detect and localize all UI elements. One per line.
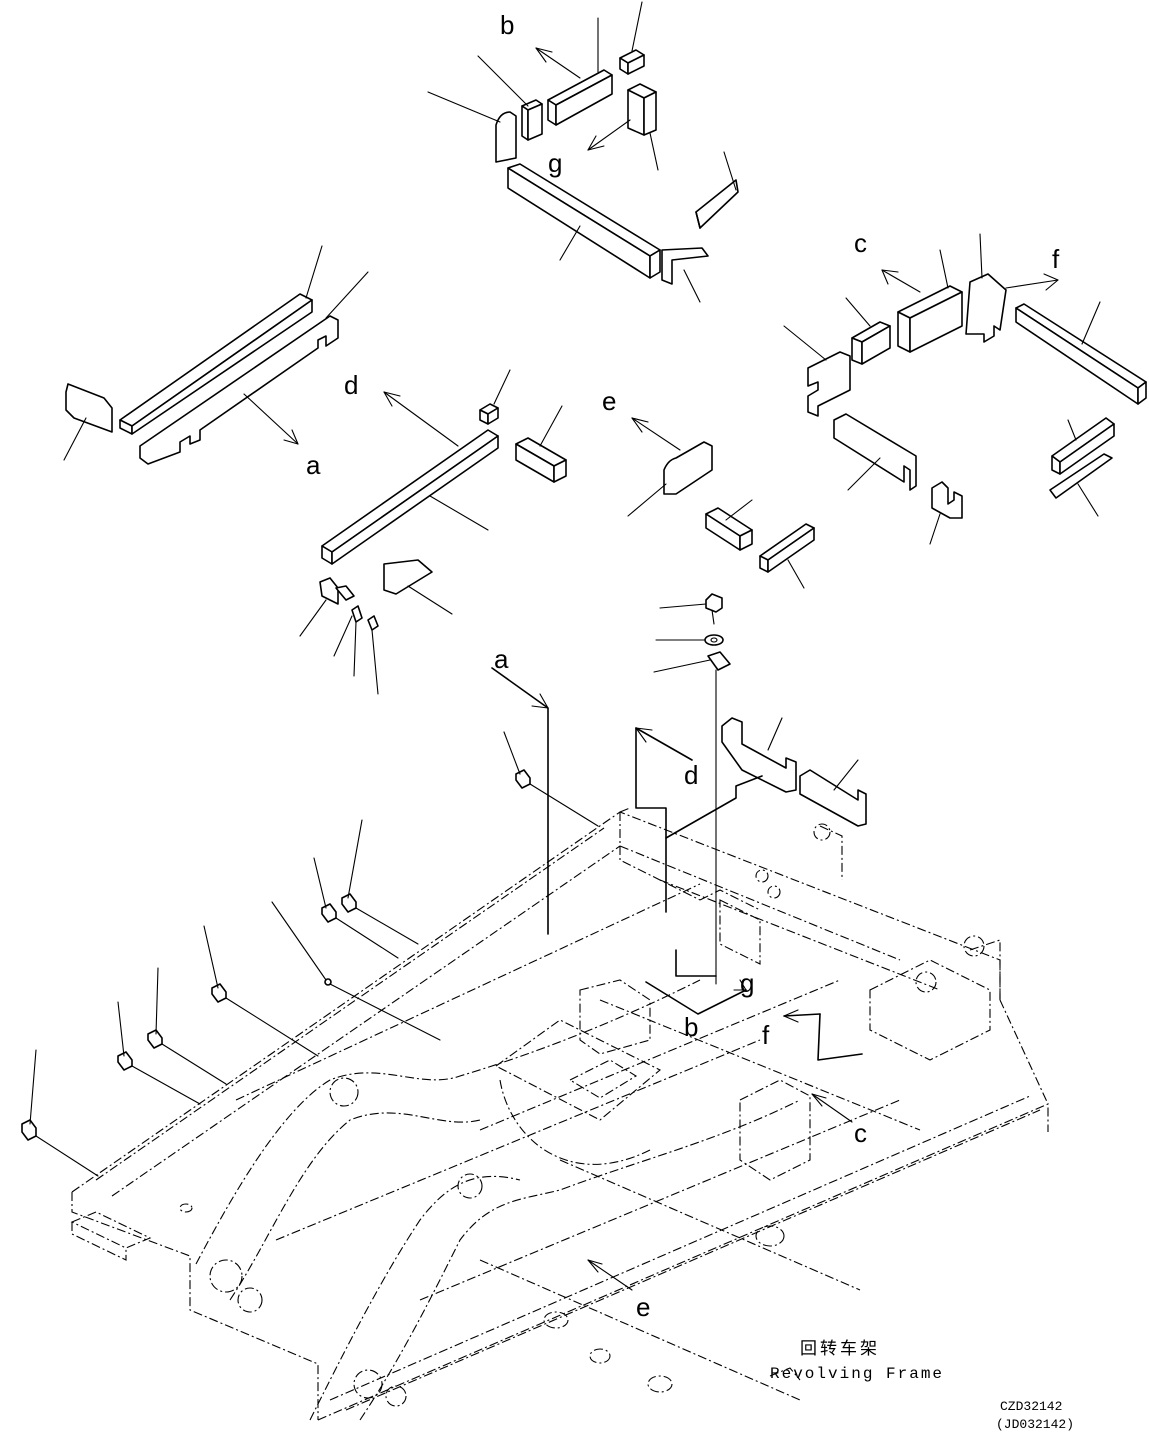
label-d-top: d: [344, 370, 358, 400]
part-group-a: [63, 245, 369, 465]
caption-chinese: 回转车架: [800, 1339, 880, 1359]
label-d-mid: d: [684, 760, 698, 790]
part-group-e: [515, 405, 815, 589]
label-a-top: a: [306, 450, 321, 480]
leader-lines: [491, 667, 863, 1061]
label-g-top: g: [548, 148, 562, 178]
part-group-d: [299, 369, 511, 695]
label-f-mid: f: [762, 1020, 770, 1050]
part-group-c-f: [783, 233, 1147, 545]
label-b-bot: b: [684, 1012, 698, 1042]
label-a-mid: a: [494, 644, 509, 674]
rubber-stoppers: [21, 731, 599, 1177]
label-c-bot: c: [854, 1118, 867, 1148]
label-e-top: e: [602, 386, 616, 416]
part-group-b-g: [427, 1, 739, 303]
label-g-mid: g: [740, 968, 754, 998]
caption-english: Revolving Frame: [770, 1365, 944, 1383]
label-c-top: c: [854, 228, 867, 258]
label-e-bot: e: [636, 1292, 650, 1322]
fastener-stack: [653, 593, 731, 985]
drawing-code-secondary: (JD032142): [996, 1417, 1074, 1432]
drawing-code: CZD32142: [1000, 1399, 1062, 1414]
callout-labels: b g c f d e a a d g b f c e: [306, 10, 1060, 1322]
frame-arrows: [587, 1093, 853, 1291]
clip-pieces: [721, 717, 867, 827]
revolving-frame: [70, 807, 1049, 1421]
label-b-top: b: [500, 10, 514, 40]
label-f-top: f: [1052, 244, 1060, 274]
